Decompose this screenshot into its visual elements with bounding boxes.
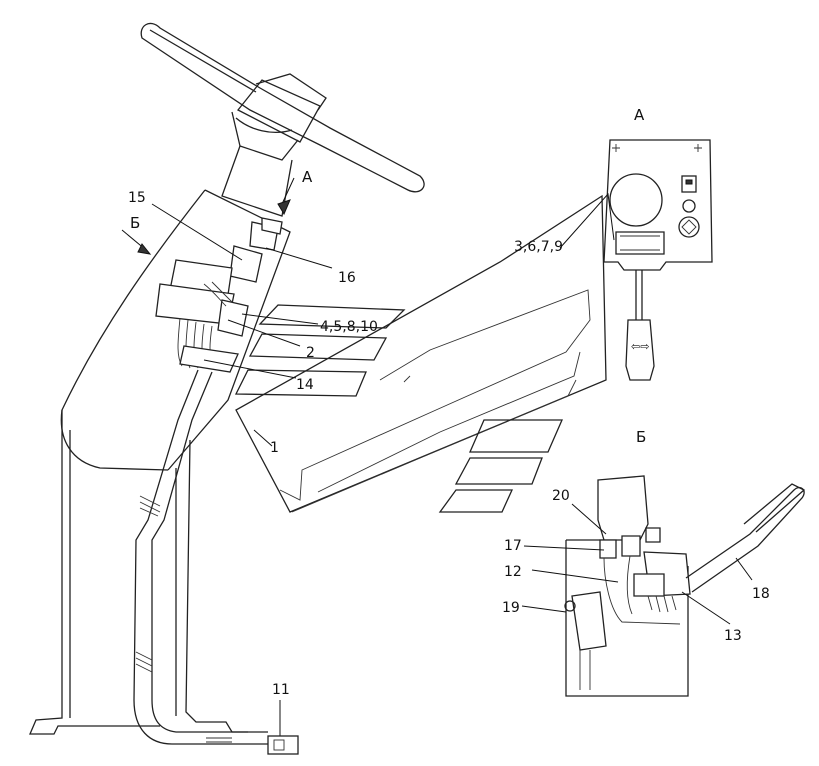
callout-2: 2	[306, 345, 315, 361]
callout-numbers: 15 16 4,5,8,10 2 14 1 3,6,7,9 11 20 17 1…	[128, 190, 770, 755]
callout-12: 12	[504, 564, 522, 580]
view-b-arrow-label: Б	[130, 214, 140, 232]
callout-4-5-8-10: 4,5,8,10	[320, 319, 378, 335]
callout-leaders	[151, 192, 753, 736]
callout-15: 15	[128, 190, 146, 206]
connector-11	[267, 735, 299, 755]
view-a-detail: А ⇦⇨	[603, 106, 713, 381]
callout-14: 14	[296, 377, 314, 393]
view-a-arrow-label: А	[302, 168, 313, 186]
callout-16: 16	[338, 270, 356, 286]
front-panel	[234, 194, 607, 513]
callout-19: 19	[502, 600, 520, 616]
switch-symbol-icon: ⇦⇨	[631, 340, 649, 353]
view-b-title: Б	[636, 428, 646, 446]
callout-18: 18	[752, 586, 770, 602]
wiring-harness	[133, 369, 268, 745]
callout-11: 11	[272, 682, 290, 698]
view-a-arrow: А	[277, 168, 313, 216]
steering-column	[29, 145, 293, 735]
steering-wheel	[140, 22, 425, 193]
view-a-title: А	[634, 106, 645, 124]
view-b-detail: Б	[564, 428, 806, 697]
callout-17: 17	[504, 538, 522, 554]
callout-20: 20	[552, 488, 570, 504]
callout-3-6-7-9: 3,6,7,9	[514, 239, 563, 255]
view-b-arrow: Б	[121, 214, 152, 255]
switch-assembly	[155, 217, 283, 373]
callout-1: 1	[270, 440, 279, 456]
callout-13: 13	[724, 628, 742, 644]
